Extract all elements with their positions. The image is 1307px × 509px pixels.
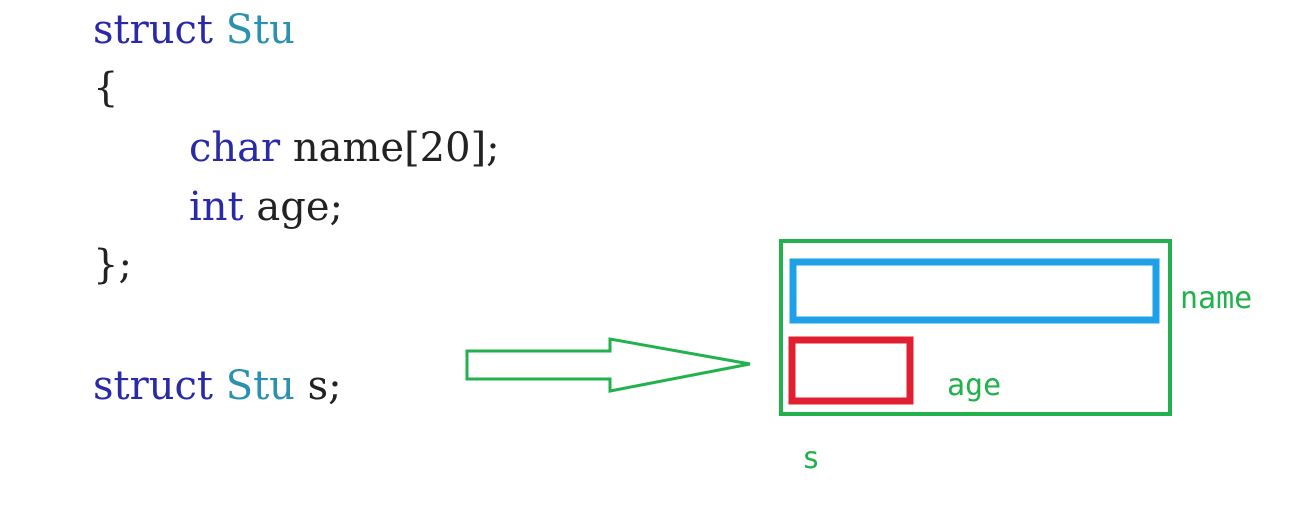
code-line-open-brace: {	[93, 64, 118, 112]
name-field-box	[789, 258, 1160, 324]
age-field-box	[788, 336, 914, 405]
variable-s-decl: s;	[307, 363, 342, 409]
keyword-int: int	[189, 184, 244, 230]
struct-s-box	[779, 239, 1172, 416]
open-brace: {	[93, 65, 119, 111]
code-line-age-member: int age;	[189, 183, 343, 231]
member-age-decl: age;	[256, 184, 343, 230]
name-field-label: name	[1180, 281, 1253, 316]
member-name-decl: name[20];	[292, 125, 500, 171]
close-brace: };	[93, 242, 132, 288]
variable-s-label: s	[802, 441, 821, 476]
keyword-char: char	[189, 125, 281, 171]
type-name: Stu	[225, 363, 295, 409]
type-name: Stu	[225, 7, 295, 53]
code-line-close-brace: };	[93, 241, 132, 289]
code-line-name-member: char name[20];	[189, 124, 500, 172]
keyword-struct: struct	[93, 7, 213, 53]
code-line-variable-decl: struct Stu s;	[93, 362, 342, 410]
arrow-icon	[465, 337, 751, 393]
age-field-label: age	[947, 368, 1002, 403]
keyword-struct: struct	[93, 363, 213, 409]
code-line-struct-decl: struct Stu	[93, 6, 295, 54]
